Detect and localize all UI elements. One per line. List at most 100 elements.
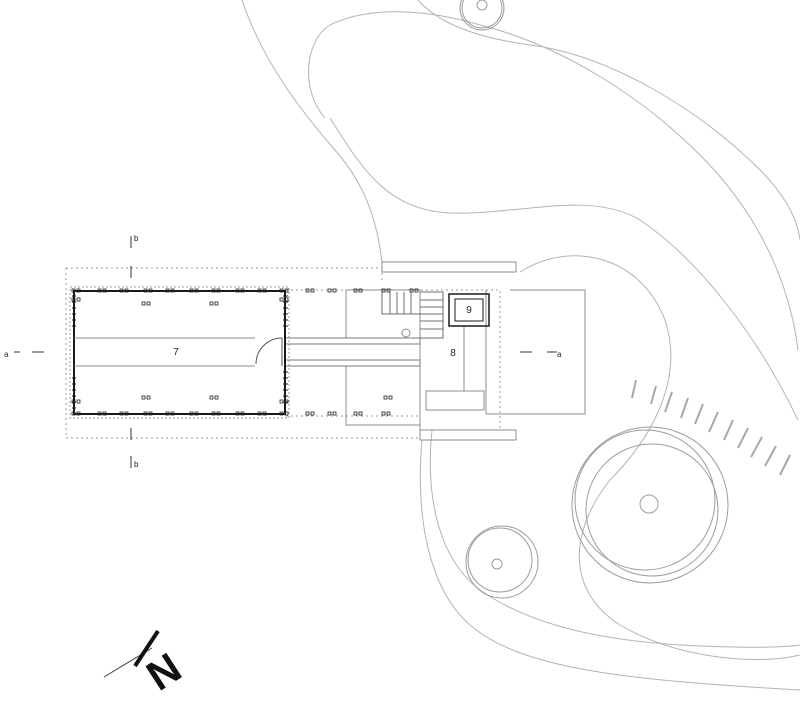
section-label-b-top: b: [134, 234, 139, 243]
room-label-8: 8: [450, 348, 456, 359]
column-symbol: [71, 411, 76, 416]
column-symbol: [310, 411, 315, 416]
column-symbol: [214, 395, 219, 400]
column-symbol: [332, 288, 337, 293]
column-symbol: [194, 411, 199, 416]
column-symbol: [141, 301, 146, 306]
column-symbol: [124, 411, 129, 416]
column-symbol: [97, 411, 102, 416]
column-symbol: [284, 297, 289, 302]
column-symbol: [119, 411, 124, 416]
column-symbol: [97, 288, 102, 293]
deck-east: [486, 289, 586, 415]
corridor: [286, 337, 421, 367]
column-symbol: [170, 411, 175, 416]
column-symbol: [388, 395, 393, 400]
contour-line: [519, 255, 800, 661]
column-symbol: [124, 288, 129, 293]
column-symbol: [148, 288, 153, 293]
column-symbol: [214, 301, 219, 306]
column-symbol: [165, 288, 170, 293]
column-symbol: [189, 288, 194, 293]
column-symbol: [279, 411, 284, 416]
column-symbol: [279, 288, 284, 293]
column-symbol: [358, 411, 363, 416]
contour-line: [429, 429, 800, 648]
column-symbol: [310, 288, 315, 293]
tree-large: [571, 426, 729, 584]
room-label-7: 7: [173, 347, 179, 358]
section-label-b-bottom: b: [134, 460, 139, 469]
column-symbol: [279, 399, 284, 404]
column-symbol: [146, 395, 151, 400]
contour-line: [417, 0, 800, 241]
column-symbol: [143, 411, 148, 416]
column-symbol: [141, 395, 146, 400]
column-symbol: [257, 288, 262, 293]
column-symbol: [386, 411, 391, 416]
column-symbol: [284, 399, 289, 404]
column-symbol: [332, 411, 337, 416]
column-symbol: [148, 411, 153, 416]
column-symbol: [76, 411, 81, 416]
section-label-a-left: a: [4, 350, 9, 359]
column-symbol: [279, 297, 284, 302]
column-symbol: [327, 411, 332, 416]
column-symbol: [353, 288, 358, 293]
tree-top: [459, 0, 505, 31]
column-symbol: [386, 288, 391, 293]
main-hall: [69, 286, 290, 419]
contour-line: [308, 11, 799, 351]
east-wall-mullions: [283, 295, 288, 403]
column-symbol: [71, 288, 76, 293]
column-symbol: [262, 411, 267, 416]
column-symbol: [170, 288, 175, 293]
column-symbol: [409, 288, 414, 293]
column-symbol: [194, 288, 199, 293]
column-symbol: [209, 395, 214, 400]
west-wall-mullions: [72, 295, 76, 409]
column-symbol: [211, 411, 216, 416]
column-symbol: [284, 288, 289, 293]
trees: [459, 0, 729, 599]
contour-line: [419, 439, 800, 691]
column-symbol: [414, 288, 419, 293]
contour-line: [241, 0, 383, 263]
column-symbol: [358, 288, 363, 293]
column-symbol: [305, 288, 310, 293]
tree-small: [465, 525, 539, 599]
column-round: [401, 328, 411, 338]
column-symbol: [383, 395, 388, 400]
north-arrow: N: [103, 629, 189, 700]
column-symbol: [71, 297, 76, 302]
column-symbol: [240, 411, 245, 416]
contour-line: [329, 117, 799, 421]
column-symbol: [235, 288, 240, 293]
column-symbol: [262, 288, 267, 293]
column-symbol: [209, 301, 214, 306]
column-symbol: [216, 411, 221, 416]
column-symbol: [235, 411, 240, 416]
column-symbol: [143, 288, 148, 293]
column-symbol: [211, 288, 216, 293]
room-label-9: 9: [466, 305, 472, 316]
column-symbol: [76, 288, 81, 293]
column-symbol: [76, 297, 81, 302]
column-symbol: [119, 288, 124, 293]
room-9-box: [448, 293, 490, 327]
counter: [425, 390, 485, 411]
stairs: [381, 290, 444, 339]
column-symbol: [240, 288, 245, 293]
column-pairs: [71, 288, 419, 416]
column-symbol: [189, 411, 194, 416]
column-symbol: [257, 411, 262, 416]
slope-hatching: [631, 379, 791, 476]
column-symbol: [102, 411, 107, 416]
column-symbol: [381, 411, 386, 416]
column-symbol: [102, 288, 107, 293]
terrace-south: [419, 429, 517, 441]
column-symbol: [381, 288, 386, 293]
terrain-contours: [241, 0, 800, 691]
terrace-north: [381, 261, 517, 273]
